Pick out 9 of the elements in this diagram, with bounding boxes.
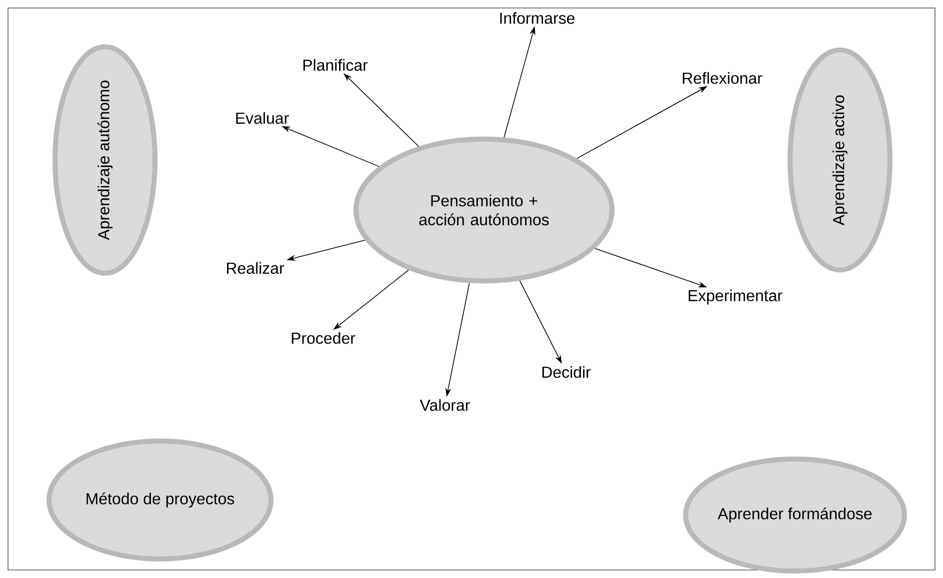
step-label: Reflexionar (682, 72, 762, 84)
step-label: Realizar (226, 262, 284, 274)
step-label: Evaluar (236, 112, 289, 124)
step-label: Informarse (500, 12, 575, 24)
step-label: Valorar (420, 399, 470, 411)
step-label: Decidir (542, 366, 591, 378)
step-label: Experimentar (688, 290, 782, 304)
step-label: Proceder (292, 332, 356, 344)
step-label: Planificar (303, 59, 368, 71)
